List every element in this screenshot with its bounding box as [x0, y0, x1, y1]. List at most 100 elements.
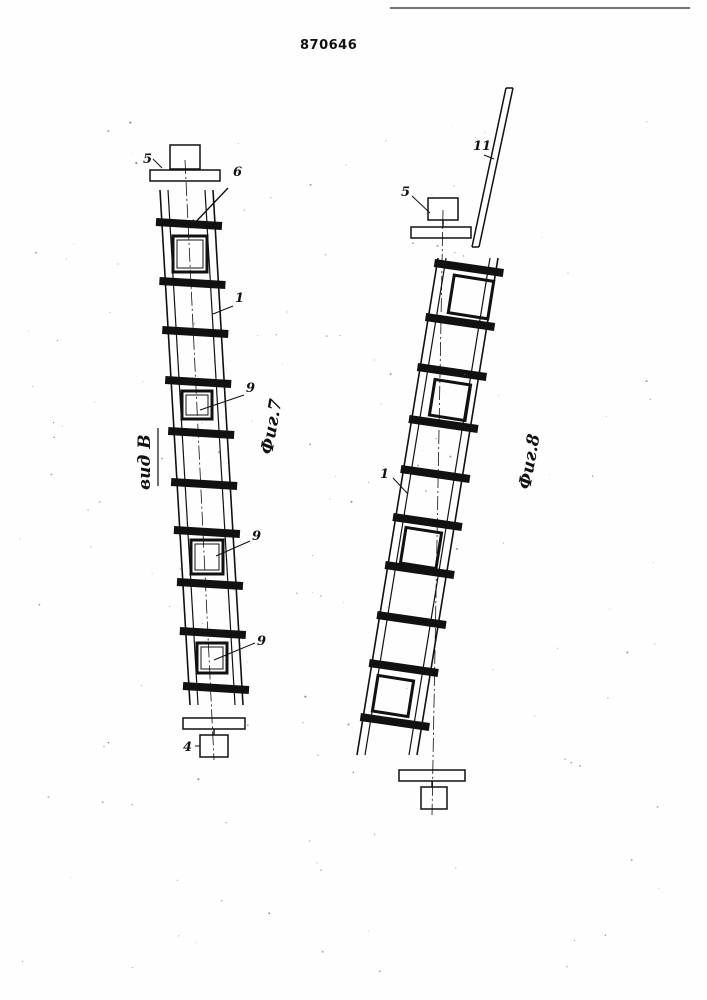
- scan-speck: [316, 862, 317, 863]
- scan-speck: [53, 422, 54, 423]
- figure-7: 5 6 1 9 9 9 4 вид В Фиг.7: [135, 145, 287, 760]
- fig8-caption: Фиг.8: [515, 432, 544, 491]
- scan-speck: [141, 685, 142, 686]
- fig7-leader-5: [153, 159, 162, 168]
- fig8-square-frame: [372, 675, 413, 716]
- fig7-square-frame-inner: [177, 240, 203, 268]
- scan-speck: [352, 772, 354, 774]
- scan-speck: [66, 258, 67, 259]
- scan-speck: [437, 460, 439, 462]
- fig8-cross-bar: [393, 517, 462, 527]
- fig8-cross-bar: [409, 419, 478, 429]
- fig8-bottom-disc: [399, 770, 465, 781]
- scan-speck: [187, 527, 188, 528]
- scan-speck: [464, 373, 466, 375]
- fig7-cross-bar: [174, 530, 240, 534]
- scan-speck: [151, 573, 152, 574]
- scan-speck: [135, 162, 137, 164]
- scan-speck: [557, 648, 559, 650]
- fig7-cross-bar: [159, 281, 225, 285]
- scan-speck: [129, 122, 131, 124]
- scan-speck: [329, 498, 330, 499]
- scan-speck: [22, 961, 24, 963]
- scan-speck: [296, 592, 298, 594]
- fig7-leader-9a: [200, 395, 244, 410]
- scan-speck: [381, 404, 382, 405]
- fig8-rail-right-inner: [409, 258, 490, 755]
- scan-speck: [455, 867, 456, 868]
- scan-speck: [368, 931, 369, 932]
- scan-speck: [379, 970, 381, 972]
- scan-speck: [498, 395, 499, 396]
- scan-speck: [435, 438, 436, 439]
- scan-speck: [268, 912, 270, 914]
- scan-speck: [197, 778, 199, 780]
- fig8-label-11: 11: [473, 139, 491, 154]
- fig7-cross-bar: [162, 330, 228, 334]
- scan-speck: [385, 140, 386, 141]
- fig7-leader-9c: [214, 643, 255, 660]
- scan-speck: [610, 608, 611, 609]
- scan-speck: [412, 242, 414, 244]
- scan-speck: [570, 762, 572, 764]
- fig7-cross-bar: [171, 482, 237, 486]
- fig8-leader-11: [484, 155, 494, 159]
- scan-speck: [428, 205, 429, 206]
- scan-speck: [592, 476, 593, 477]
- scan-speck: [541, 237, 542, 238]
- scan-speck: [326, 335, 328, 337]
- fig7-caption: Фиг.7: [257, 397, 286, 456]
- fig7-top-disc: [150, 170, 220, 181]
- scan-speck: [454, 252, 456, 254]
- scan-speck: [493, 669, 494, 670]
- scan-speck: [28, 331, 29, 332]
- scan-speck: [131, 152, 132, 153]
- scan-speck: [451, 126, 452, 127]
- scan-speck: [346, 164, 347, 165]
- fig7-label-9c: 9: [257, 634, 266, 649]
- scan-speck: [282, 364, 283, 365]
- scan-noise: [19, 121, 659, 979]
- scan-speck: [463, 255, 465, 257]
- scan-speck: [564, 758, 566, 760]
- scan-speck: [658, 888, 659, 889]
- scan-speck: [225, 822, 226, 823]
- fig7-rail-right-inner: [205, 190, 235, 705]
- fig7-label-1: 1: [235, 291, 244, 306]
- scan-speck: [456, 548, 458, 550]
- fig8-cross-bar: [401, 469, 470, 479]
- scan-speck: [436, 245, 438, 247]
- scan-speck: [276, 334, 277, 335]
- scan-speck: [310, 184, 312, 186]
- scan-speck: [431, 194, 432, 195]
- fig8-rod-a: [479, 88, 513, 247]
- fig8-cross-bars: [360, 263, 503, 727]
- scan-speck: [47, 796, 49, 798]
- fig7-label-4: 4: [183, 740, 192, 755]
- scan-speck: [247, 724, 249, 726]
- scan-speck: [312, 555, 313, 556]
- scan-speck: [304, 696, 306, 698]
- scan-speck: [422, 450, 423, 451]
- scan-speck: [132, 967, 133, 968]
- fig7-cross-bar: [156, 222, 222, 226]
- scan-speck: [567, 273, 568, 274]
- fig8-rail-right-outer: [417, 258, 498, 755]
- scan-speck: [645, 380, 647, 382]
- scan-speck: [534, 715, 535, 716]
- scan-speck: [107, 130, 109, 132]
- fig8-cross-bar: [434, 263, 503, 273]
- scan-speck: [196, 942, 197, 943]
- fig7-label-9a: 9: [246, 381, 255, 396]
- scan-speck: [247, 662, 248, 663]
- scan-speck: [117, 263, 118, 264]
- scan-speck: [574, 940, 575, 941]
- scan-speck: [35, 252, 37, 254]
- scan-speck: [94, 402, 95, 403]
- fig7-cross-bar: [183, 686, 249, 690]
- fig8-bottom-hub: [421, 787, 447, 809]
- scan-speck: [270, 197, 272, 199]
- scan-speck: [202, 423, 203, 424]
- scan-speck: [202, 623, 203, 624]
- scan-speck: [73, 243, 74, 244]
